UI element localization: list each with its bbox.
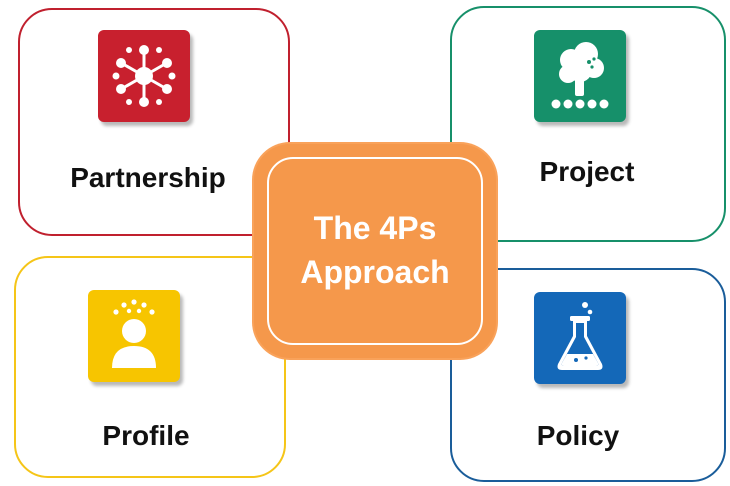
center-approach-box: The 4Ps Approach [254, 144, 496, 358]
center-inner-border [267, 157, 483, 345]
tree-icon [534, 30, 626, 122]
lab-flask-icon [534, 292, 626, 384]
person-sparkle-icon [88, 290, 180, 382]
center-title-line2: Approach [300, 254, 450, 290]
network-hub-icon [98, 30, 190, 122]
project-label: Project [539, 156, 635, 187]
partnership-label: Partnership [70, 162, 226, 193]
profile-label: Profile [102, 420, 190, 451]
center-title: The 4Ps Approach [254, 206, 496, 294]
policy-label: Policy [536, 420, 620, 451]
center-title-line1: The 4Ps [313, 210, 437, 246]
